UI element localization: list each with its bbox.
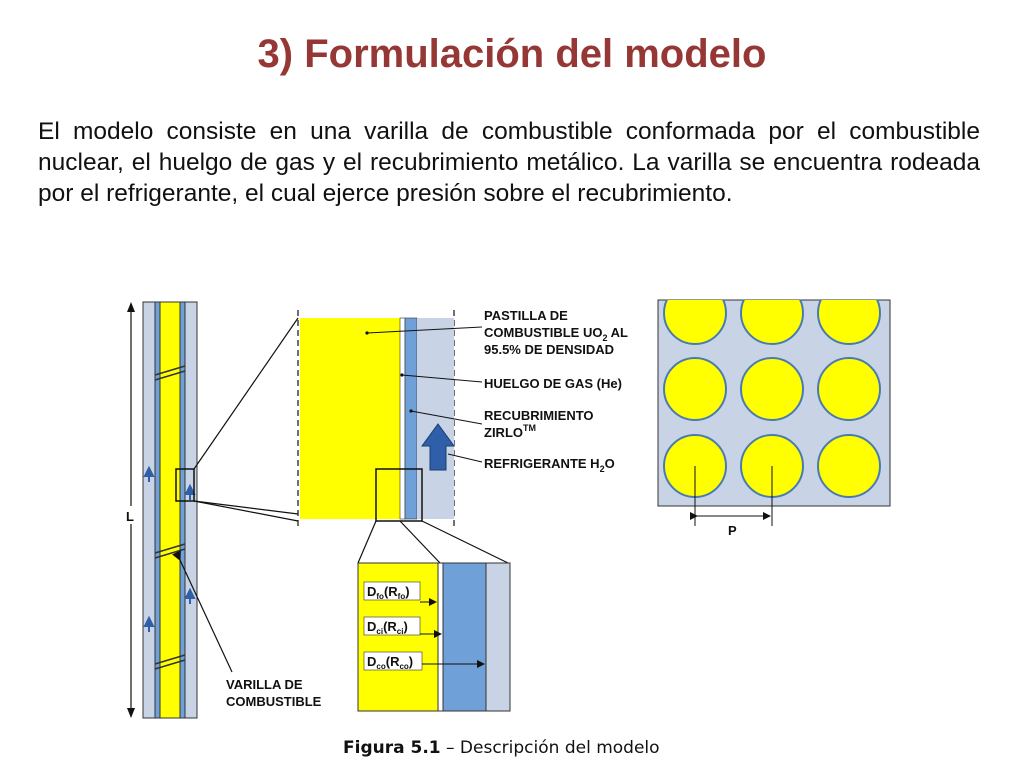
detail-gap bbox=[437, 562, 444, 712]
body-paragraph: El modelo consiste en una varilla de com… bbox=[38, 118, 980, 207]
spacer-grid bbox=[154, 365, 186, 381]
subdetail-box bbox=[375, 468, 423, 522]
clad-region bbox=[404, 317, 418, 520]
gap-label: HUELGO DE GAS (He) bbox=[484, 376, 622, 391]
fuel-rod-circle bbox=[740, 300, 804, 345]
flow-arrow-small bbox=[184, 587, 196, 604]
rod-fuel bbox=[159, 301, 181, 719]
fuel-rod-circle bbox=[817, 434, 881, 498]
rod-coolant-left bbox=[142, 301, 156, 719]
pellet-label-line3: 95.5% DE DENSIDAD bbox=[484, 342, 614, 357]
pellet-region bbox=[300, 318, 400, 519]
flow-arrow-small bbox=[143, 465, 155, 482]
fuel-rod-circle bbox=[740, 357, 804, 421]
rod-label-line1: VARILLA DE bbox=[226, 677, 303, 692]
clad-label-line1: RECUBRIMIENTO bbox=[484, 408, 594, 423]
flow-arrow-small bbox=[184, 483, 196, 500]
zoomed-section: PASTILLA DE COMBUSTIBLE UO2 AL 95.5% DE … bbox=[297, 308, 628, 564]
fuel-rod-circle bbox=[663, 300, 727, 345]
rod-coolant-right bbox=[184, 301, 198, 719]
pellet-label-line1: PASTILLA DE bbox=[484, 308, 568, 323]
coolant-region bbox=[417, 318, 454, 519]
fuel-rod-circle bbox=[817, 300, 881, 345]
detail-coolant bbox=[485, 562, 511, 712]
spacer-grid bbox=[154, 654, 186, 670]
full-rod: L VARILLA DE COMBUSTIBLE bbox=[124, 301, 322, 719]
slide-title: 3) Formulación del modelo bbox=[257, 32, 767, 76]
clad-label-line2: ZIRLOTM bbox=[484, 423, 536, 440]
fuel-rod-circle bbox=[817, 357, 881, 421]
rod-lattice: P bbox=[657, 299, 891, 538]
coolant-flow-arrow bbox=[421, 423, 455, 471]
rod-label-line2: COMBUSTIBLE bbox=[226, 694, 322, 709]
detail-clad bbox=[442, 562, 487, 712]
pellet-label-line2: COMBUSTIBLE UO2 AL bbox=[484, 325, 628, 343]
dim-dco: Dco(Rco) bbox=[367, 654, 413, 671]
length-label: L bbox=[126, 509, 134, 524]
flow-arrow-small bbox=[143, 615, 155, 632]
pitch-label: P bbox=[728, 523, 737, 538]
dim-dci: Dci(Rci) bbox=[367, 619, 408, 636]
length-label-bg bbox=[124, 506, 138, 524]
fuel-rod-circle bbox=[663, 357, 727, 421]
radii-detail: Dfo(Rfo) Dci(Rci) Dco(Rco) bbox=[357, 562, 511, 712]
dim-dfo: Dfo(Rfo) bbox=[367, 584, 410, 601]
coolant-label: REFRIGERANTE H2O bbox=[484, 456, 615, 474]
gap-region bbox=[399, 317, 406, 520]
figure-caption: Figura 5.1 – Descripción del modelo bbox=[343, 738, 660, 758]
detail-box bbox=[175, 468, 195, 502]
